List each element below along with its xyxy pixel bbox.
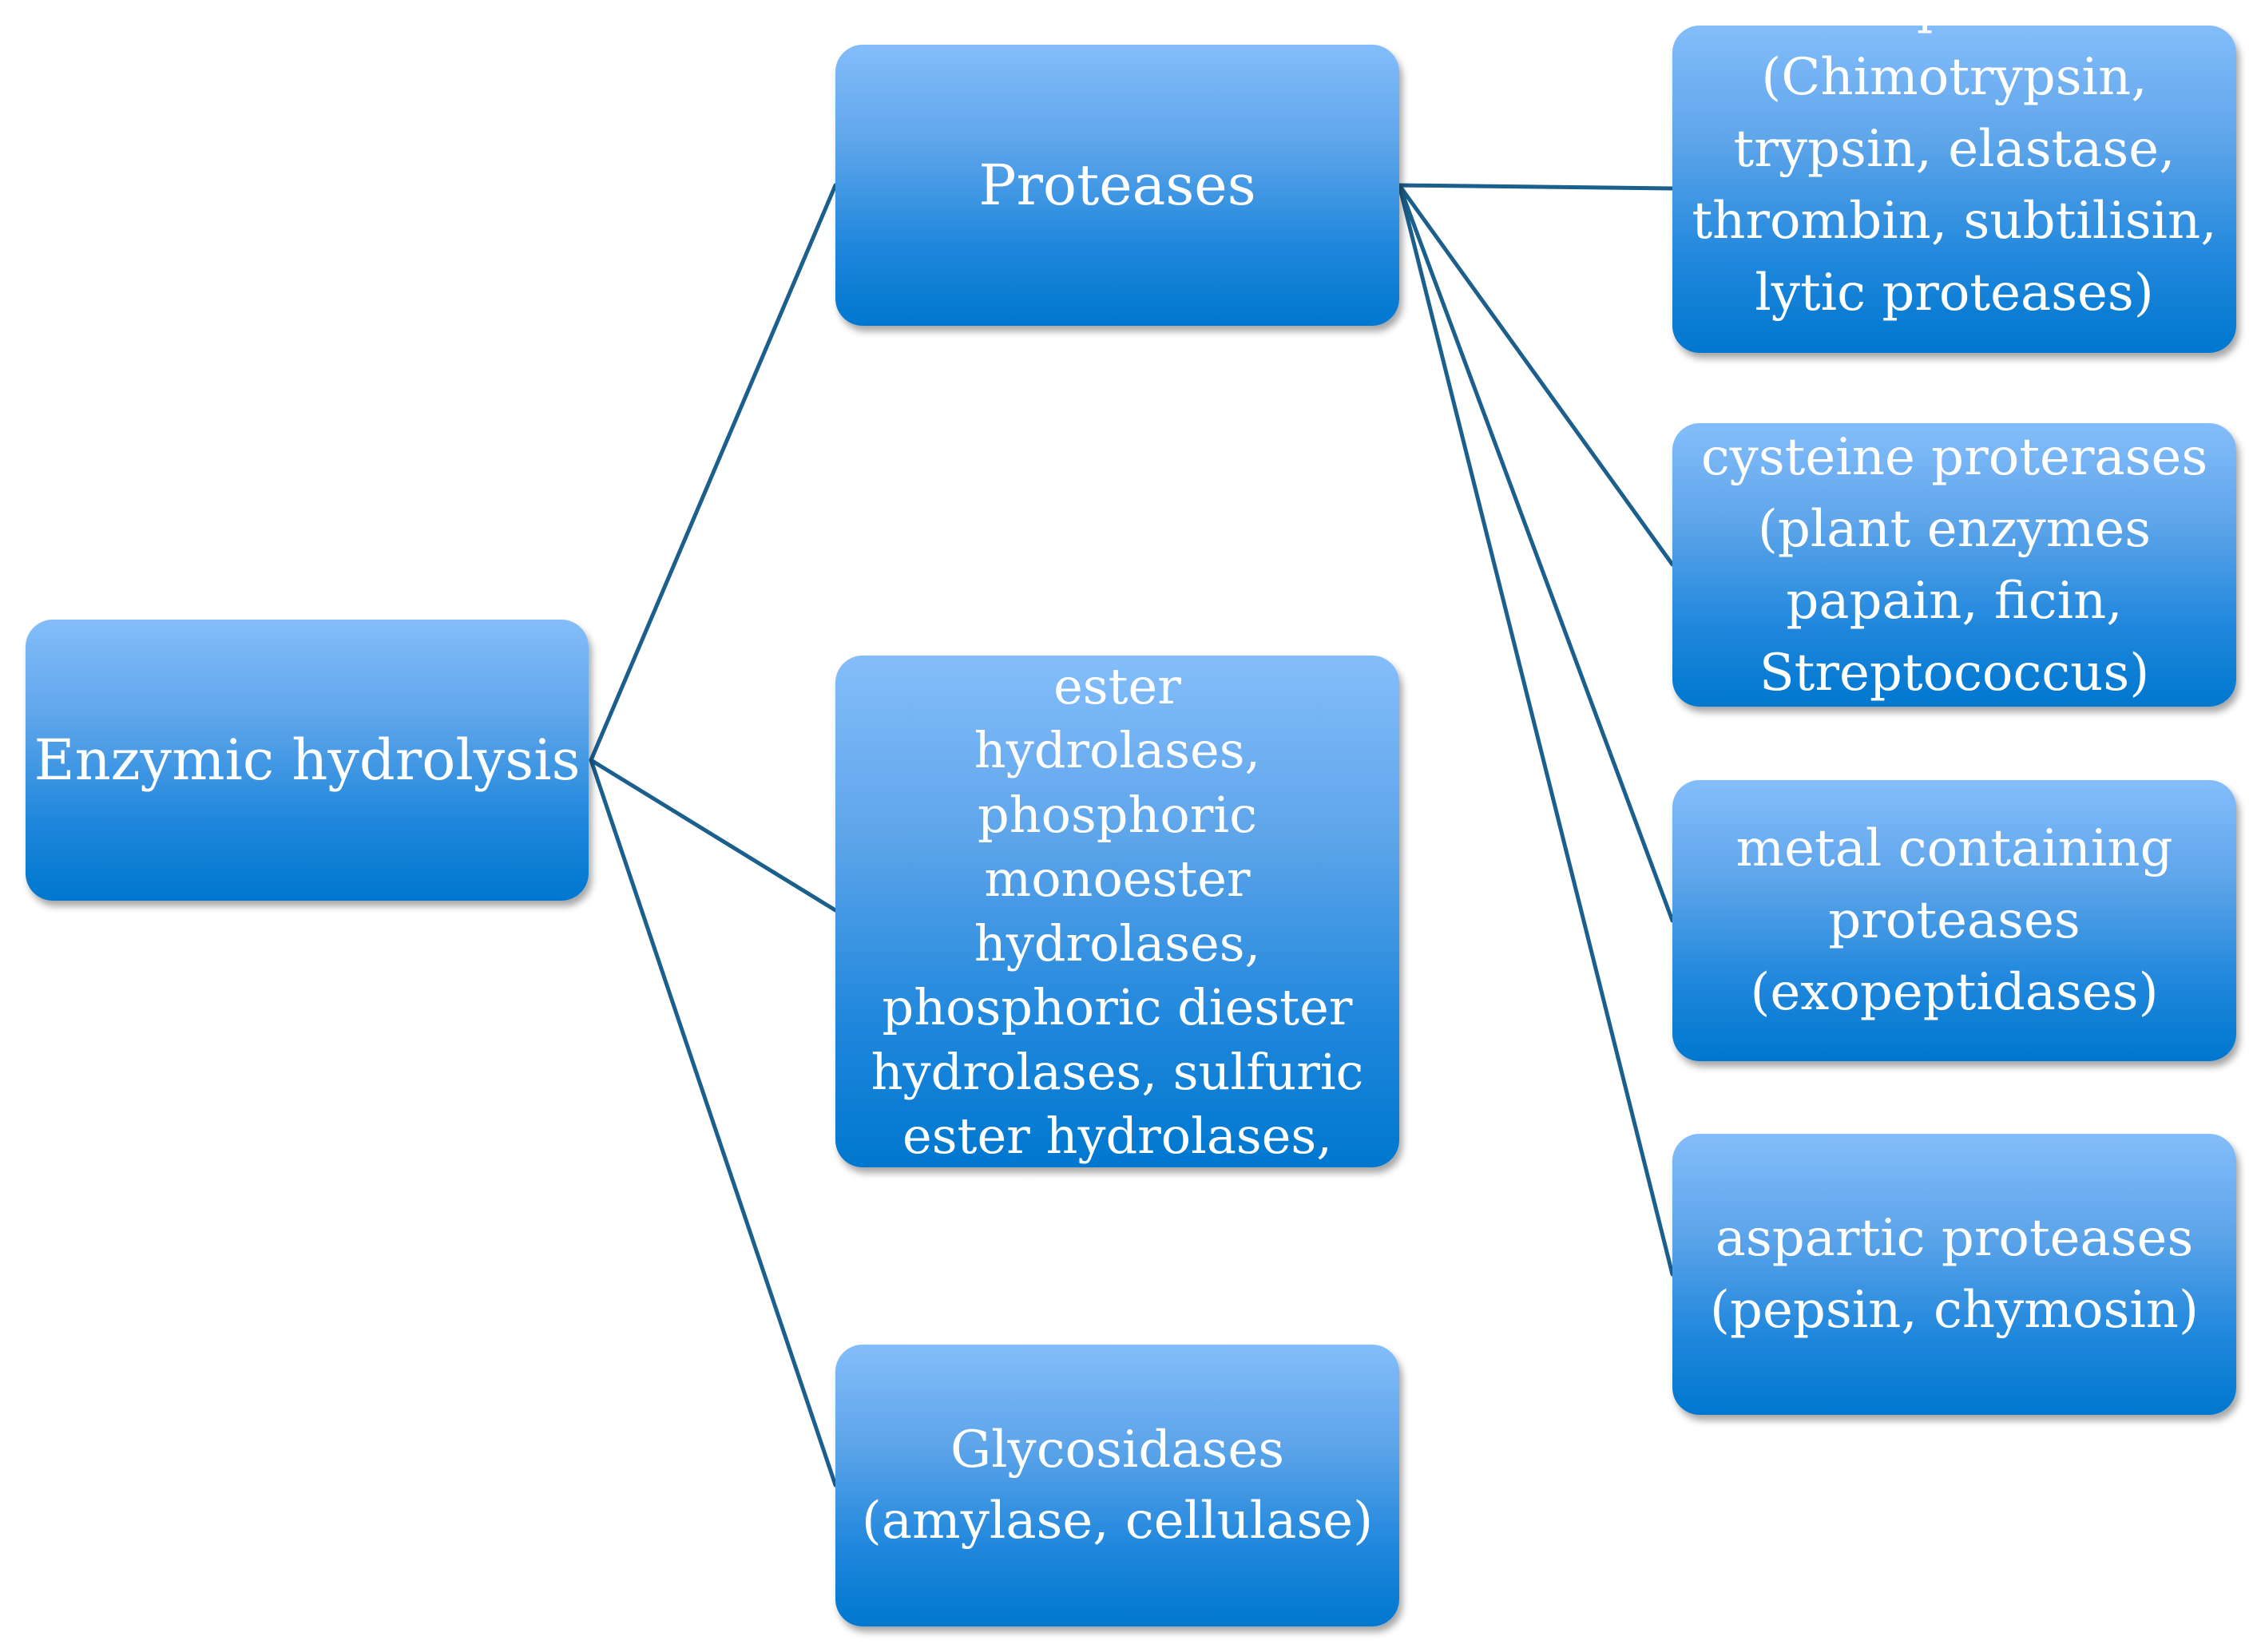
connector-root-proteases	[589, 183, 838, 763]
node-metal-containing-proteases: metal containing proteases (exopeptidase…	[1672, 780, 2236, 1061]
node-esterases: Estearases (thiol ester hydrolases, phos…	[835, 592, 1399, 1230]
node-label: Estearases (thiol ester hydrolases, phos…	[871, 592, 1364, 1230]
connector-proteases-serine	[1397, 183, 1675, 191]
node-label: serine proteases (Chimotrypsin, trypsin,…	[1692, 0, 2217, 323]
connector-proteases-cysteine	[1397, 183, 1675, 567]
node-cysteine-proteases: cysteine proterases (plant enzymes papai…	[1672, 423, 2236, 707]
node-label: Enzymic hydrolysis	[34, 727, 581, 793]
node-label: Proteases	[978, 153, 1256, 218]
node-label: Glycosidases (amylase, cellulase)	[861, 1420, 1374, 1551]
connector-root-esterases	[589, 758, 838, 913]
node-label: metal containing proteases (exopeptidase…	[1735, 819, 2173, 1022]
node-label: aspartic proteases (pepsin, chymosin)	[1710, 1209, 2199, 1340]
connector-proteases-metal	[1397, 183, 1675, 923]
node-proteases: Proteases	[835, 45, 1399, 326]
connector-proteases-aspartic	[1397, 183, 1675, 1277]
node-glycosidases: Glycosidases (amylase, cellulase)	[835, 1345, 1399, 1626]
node-serine-proteases: serine proteases (Chimotrypsin, trypsin,…	[1672, 0, 2236, 353]
node-aspartic-proteases: aspartic proteases (pepsin, chymosin)	[1672, 1134, 2236, 1415]
node-enzymic-hydrolysis: Enzymic hydrolysis	[26, 620, 589, 901]
connector-root-glycosidases	[589, 758, 838, 1488]
node-label: cysteine proterases (plant enzymes papai…	[1700, 427, 2208, 703]
